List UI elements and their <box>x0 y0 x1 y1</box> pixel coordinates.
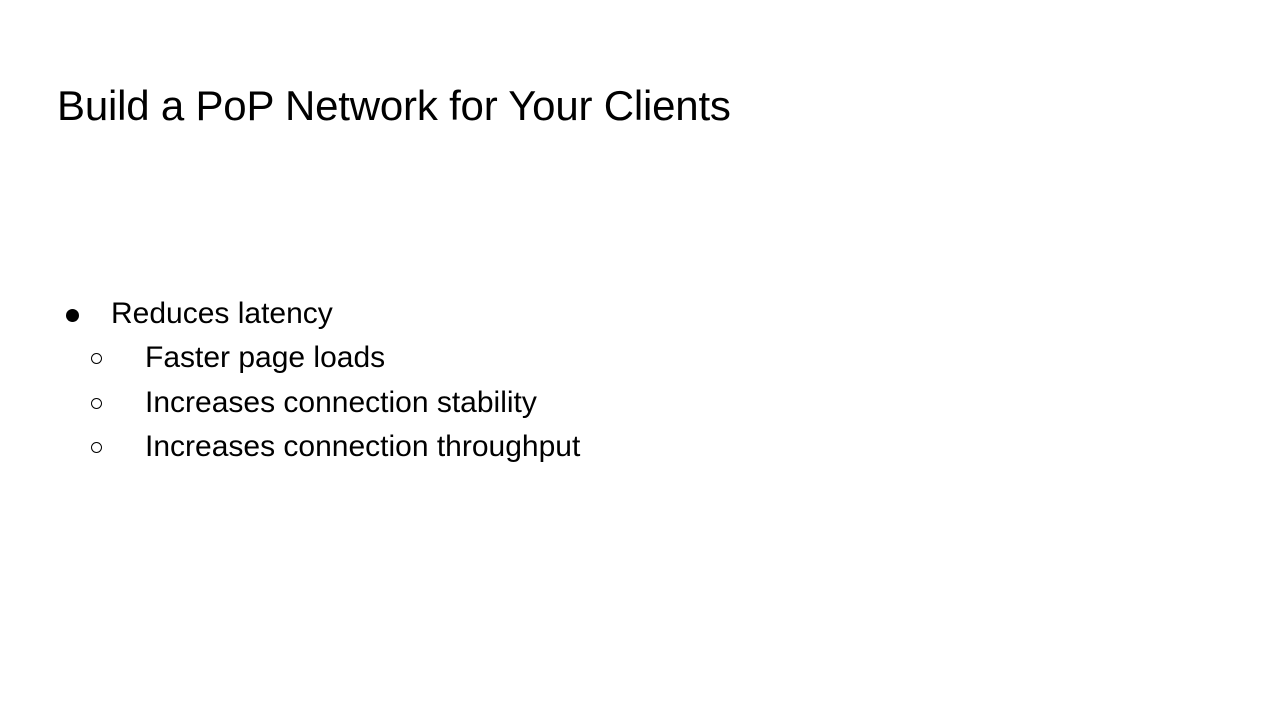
hollow-circle-bullet-icon <box>91 353 102 364</box>
hollow-circle-bullet-icon <box>91 398 102 409</box>
hollow-circle-bullet-icon <box>91 442 102 453</box>
bullet-item: Reduces latency <box>0 292 1280 336</box>
sub-bullet-item: Faster page loads <box>0 336 1280 380</box>
sub-bullet-text: Increases connection throughput <box>145 430 581 463</box>
sub-bullet-item: Increases connection throughput <box>0 425 1280 469</box>
slide-title: Build a PoP Network for Your Clients <box>57 82 731 129</box>
filled-circle-bullet-icon <box>66 309 79 322</box>
sub-bullet-text: Increases connection stability <box>145 386 537 419</box>
sub-bullet-text: Faster page loads <box>145 341 386 374</box>
sub-bullet-item: Increases connection stability <box>0 381 1280 425</box>
bullet-text: Reduces latency <box>111 297 333 330</box>
